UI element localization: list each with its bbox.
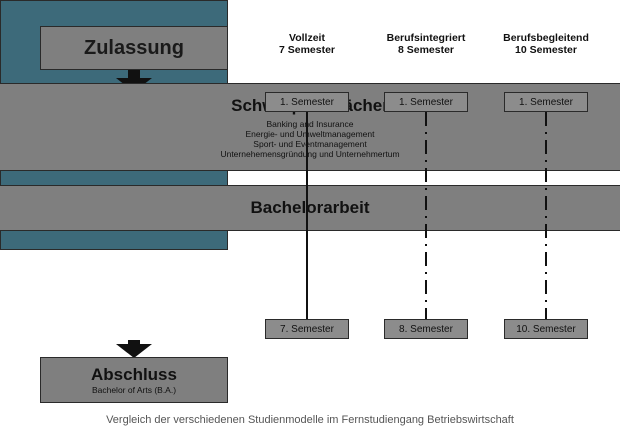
figure-caption: Vergleich der verschiedenen Studienmodel… xyxy=(106,414,514,426)
timeline-solid xyxy=(306,112,308,320)
column-duration: 10 Semester xyxy=(515,44,577,56)
end-semester-box: 10. Semester xyxy=(504,319,588,339)
program-stack: Studium Schwerpunktfächer Banking and In… xyxy=(0,0,620,250)
start-semester-box: 1. Semester xyxy=(265,92,349,112)
column-duration: 8 Semester xyxy=(397,44,455,56)
start-semester-label: 1. Semester xyxy=(280,96,334,108)
bachelorarbeit-block: Bachelorarbeit xyxy=(0,185,620,231)
timeline-dash-dot xyxy=(425,112,427,320)
abschluss-box: Abschluss Bachelor of Arts (B.A.) xyxy=(40,357,228,403)
arrow-shaft-top xyxy=(128,70,140,80)
column-header-berufsintegriert: Berufsintegriert 8 Semester xyxy=(366,32,486,56)
abschluss-subtitle: Bachelor of Arts (B.A.) xyxy=(91,385,177,395)
column-duration: 7 Semester xyxy=(278,44,336,56)
schwerpunkt-item: Energie- und Umweltmanagement xyxy=(245,128,375,139)
column-title: Berufsintegriert xyxy=(386,32,466,44)
arrow-shaft-bottom xyxy=(128,340,140,346)
end-semester-label: 10. Semester xyxy=(516,323,576,335)
studium-label: Studium xyxy=(274,30,346,51)
zulassung-box: Zulassung xyxy=(40,26,228,70)
timeline-dash-dot xyxy=(545,112,547,320)
arrow-down-icon xyxy=(116,344,152,358)
schwerpunkt-item: Sport- und Eventmanagement xyxy=(253,138,367,149)
column-header-vollzeit: Vollzeit 7 Semester xyxy=(247,32,367,56)
column-header-berufsbegleitend: Berufsbegleitend 10 Semester xyxy=(486,32,606,56)
end-semester-label: 8. Semester xyxy=(399,323,453,335)
studium-block: Studium xyxy=(0,0,620,82)
abschluss-title: Abschluss xyxy=(91,365,177,384)
column-title: Berufsbegleitend xyxy=(503,32,589,44)
column-title: Vollzeit xyxy=(289,32,325,44)
end-semester-box: 8. Semester xyxy=(384,319,468,339)
start-semester-box: 1. Semester xyxy=(504,92,588,112)
start-semester-box: 1. Semester xyxy=(384,92,468,112)
schwerpunkt-item: Banking and Insurance xyxy=(266,118,354,129)
end-semester-box: 7. Semester xyxy=(265,319,349,339)
start-semester-label: 1. Semester xyxy=(399,96,453,108)
end-semester-label: 7. Semester xyxy=(280,323,334,335)
start-semester-label: 1. Semester xyxy=(519,96,573,108)
zulassung-label: Zulassung xyxy=(83,36,184,59)
schwerpunkt-item: Unternehemensgründung und Unternehmertum xyxy=(220,148,400,159)
bachelorarbeit-label: Bachelorarbeit xyxy=(250,198,370,217)
